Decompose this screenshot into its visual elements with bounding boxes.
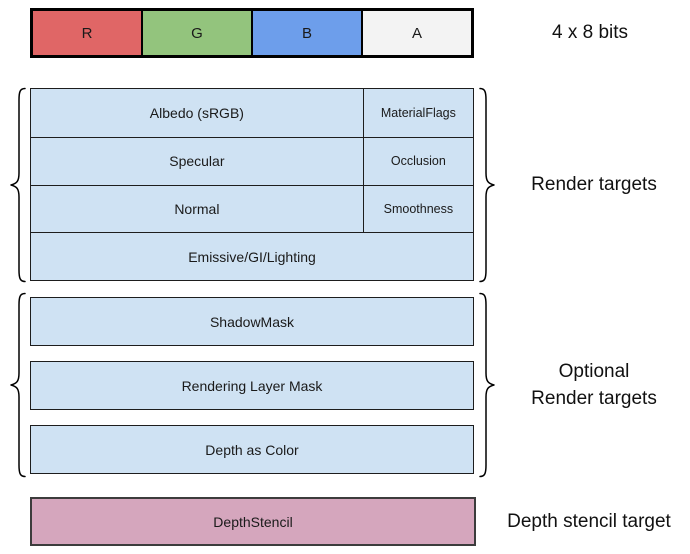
brace-right-icon [479, 87, 495, 283]
rt-cell-emissive: Emissive/GI/Lighting [31, 232, 473, 280]
channel-cell-r: R [33, 11, 141, 55]
channel-cell-g: G [141, 11, 251, 55]
optional-box-depth-as-color: Depth as Color [30, 425, 474, 474]
brace-left-icon [10, 292, 26, 478]
rt-cell-normal: Normal [31, 184, 363, 233]
bits-label: 4 x 8 bits [551, 22, 629, 43]
brace-right-icon [479, 292, 495, 478]
depth-stencil-box: DepthStencil [30, 497, 476, 546]
rt-cell-smoothness: Smoothness [362, 184, 473, 233]
optional-box-shadowmask: ShadowMask [30, 297, 474, 346]
rt-cell-albedo: Albedo (sRGB) [31, 89, 363, 137]
depth-stencil-target-label: Depth stencil target [507, 510, 671, 532]
rt-cell-materialflags: MaterialFlags [362, 89, 473, 137]
channel-cell-a: A [361, 11, 471, 55]
optional-box-rendering-layer-mask: Rendering Layer Mask [30, 361, 474, 410]
optional-label-line1: Optional [558, 361, 630, 382]
channel-format-strip: R G B A [30, 8, 474, 58]
optional-render-targets-label: Optional Render targets [503, 292, 685, 478]
optional-label-line2: Render targets [531, 388, 657, 409]
render-targets-table: Albedo (sRGB) MaterialFlags Specular Occ… [30, 88, 474, 281]
brace-left-icon [10, 87, 26, 283]
rt-cell-specular: Specular [31, 136, 363, 185]
render-targets-label: Render targets [531, 173, 657, 195]
rt-cell-occlusion: Occlusion [362, 136, 473, 185]
channel-cell-b: B [251, 11, 361, 55]
